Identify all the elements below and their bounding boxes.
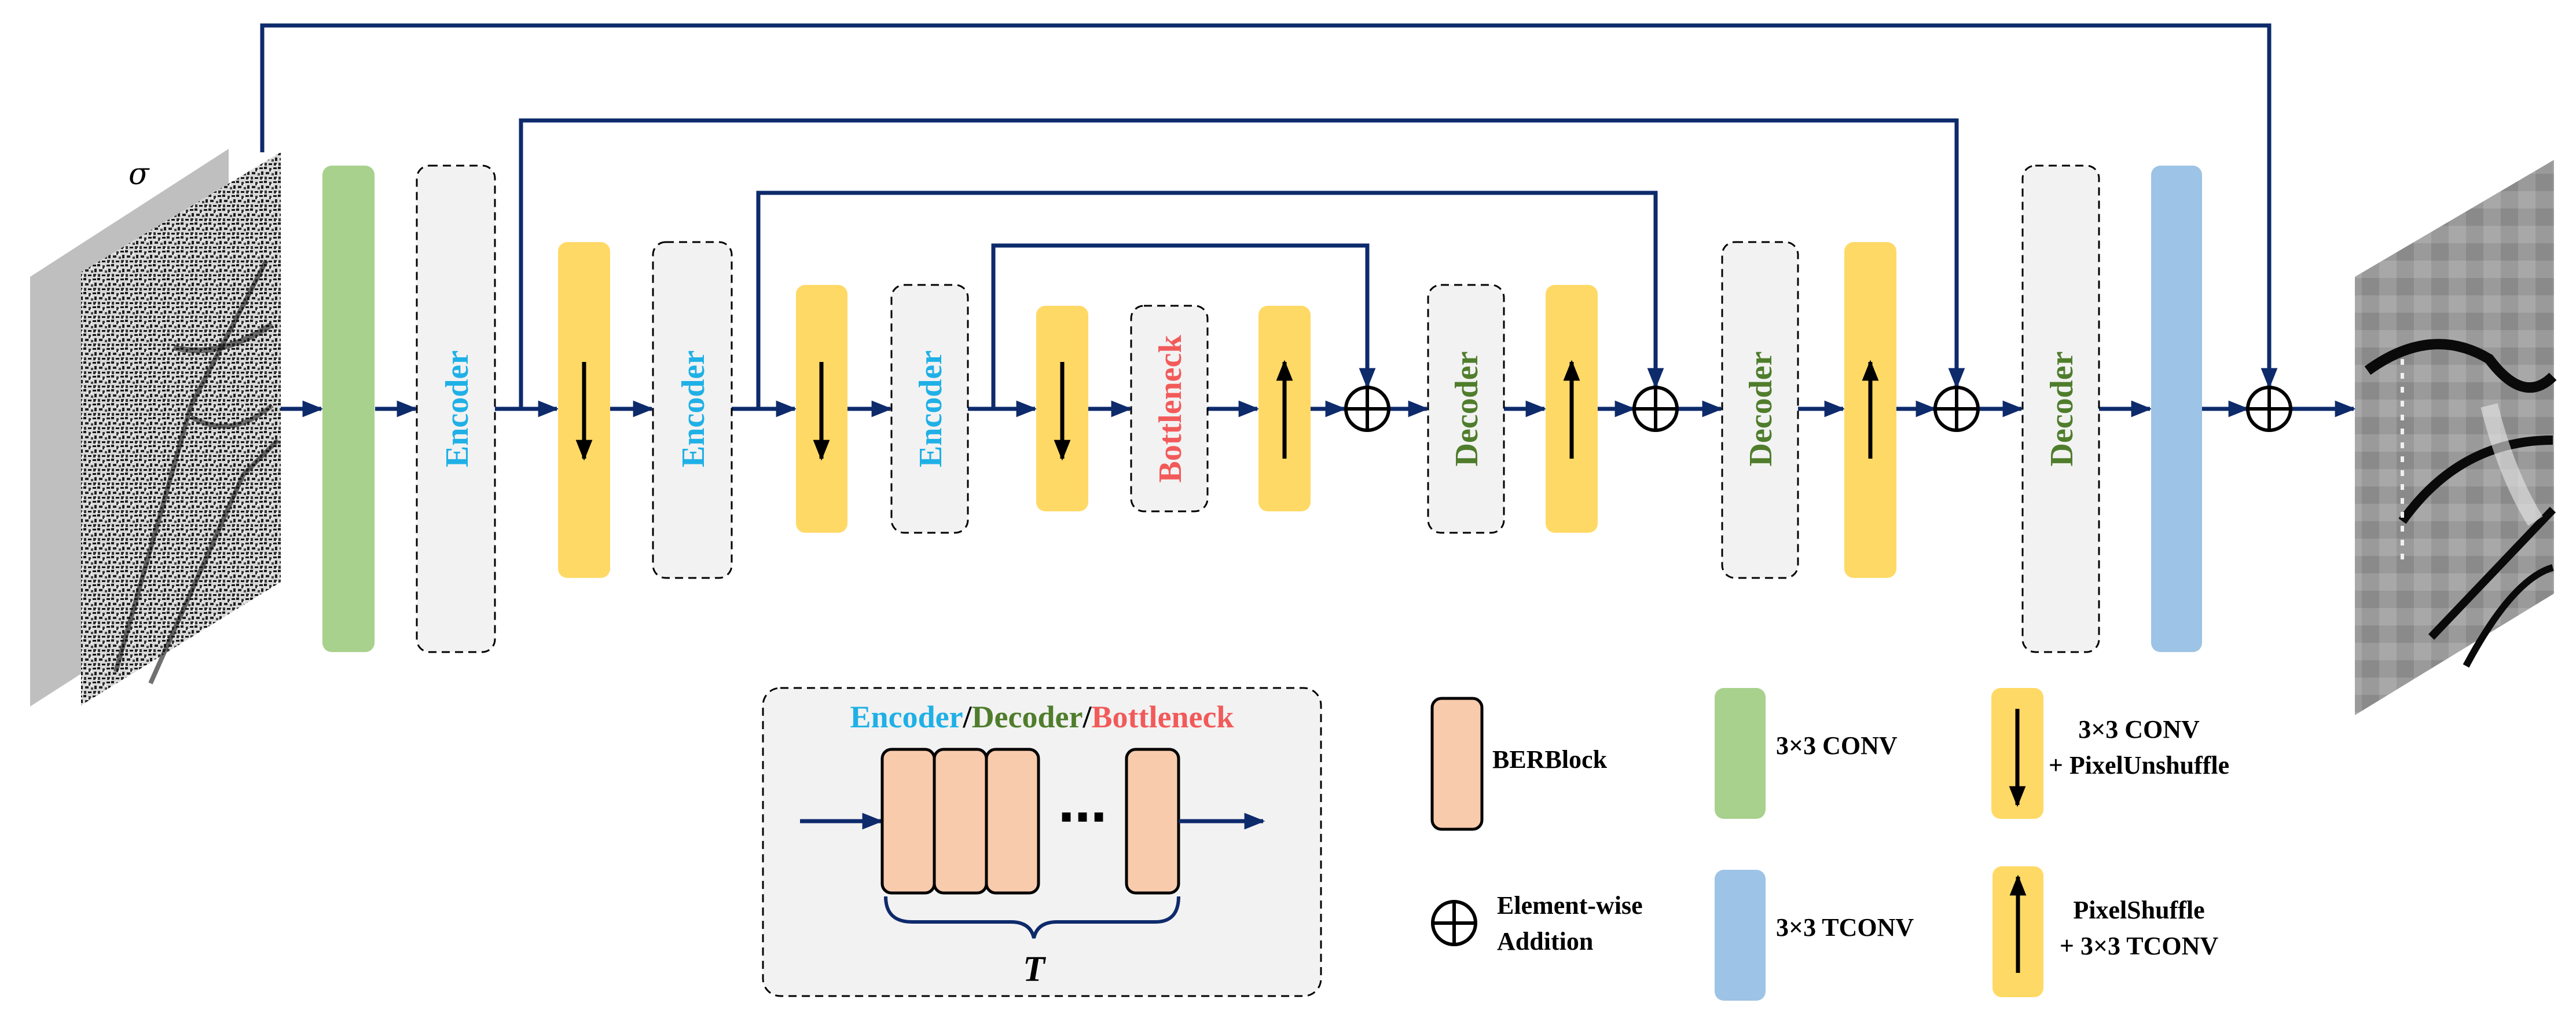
decoder-block-1-label: Decoder [1449,351,1485,466]
legend-conv-label: 3×3 CONV [1776,731,1898,760]
decoder-block-3 [2021,164,2100,653]
conv-block-input [322,166,375,652]
legend-tconv-swatch [1715,870,1766,1001]
legend-add-label-2: Addition [1497,927,1593,956]
bottleneck-block-label: Bottleneck [1153,335,1188,483]
berblock [1125,748,1180,895]
sigma-label: σ [129,157,150,192]
ellipsis: ⋯ [1058,789,1107,845]
output-image [2355,160,2557,715]
legend-down-label-2: + PixelUnshuffle [2049,751,2229,779]
inset-title: Encoder/Decoder/Bottleneck [850,700,1234,734]
add-node-4 [2246,386,2292,432]
legend-tconv-label: 3×3 TCONV [1776,913,1914,942]
add-node-1 [1344,386,1390,432]
tconv-block-output [2151,166,2202,652]
berblock [985,748,1040,895]
decoder-block-2-label: Decoder [1743,351,1779,466]
inset-title-bottleneck: Bottleneck [1091,700,1234,734]
block-composition-inset: Encoder/Decoder/Bottleneck ⋯ T [762,687,1322,997]
inset-title-encoder: Encoder [850,700,963,734]
skip-level3 [991,243,1376,409]
berblock [880,748,936,895]
legend-add-icon [1431,900,1477,946]
skip-level2 [756,191,1664,409]
legend-up-label-1: PixelShuffle [2073,896,2204,924]
decoder-block-1 [1427,284,1505,534]
encoder-block-2-label: Encoder [676,350,711,467]
bottleneck-block [1130,305,1209,512]
skip-connections [260,23,2278,409]
decoder-block-2 [1721,241,1799,579]
legend-conv-swatch [1715,688,1766,819]
input-image [30,149,281,706]
encoder-block-1-label: Encoder [439,350,475,467]
inset-title-decoder: Decoder [972,700,1083,734]
skip-level1 [519,118,1965,409]
encoder-block-3 [890,284,969,534]
repeat-brace [884,896,1180,939]
legend: BERBlock 3×3 CONV 3×3 CONV + PixelUnshuf… [1430,688,2229,1001]
legend-down-label-1: 3×3 CONV [2078,715,2200,744]
inset-title-slash: / [963,700,973,734]
decoder-block-3-label: Decoder [2044,351,2080,466]
legend-up-label-2: + 3×3 TCONV [2060,932,2218,960]
add-node-3 [1933,386,1980,432]
legend-berblock-swatch [1430,697,1484,831]
berblock [933,748,988,895]
encoder-block-1 [416,164,496,653]
repeat-label: T [1023,950,1046,989]
add-node-2 [1632,386,1679,432]
encoder-block-3-label: Encoder [913,350,949,467]
legend-add-label-1: Element-wise [1497,891,1643,920]
legend-berblock-label: BERBlock [1492,745,1608,774]
skip-outer [260,23,2278,389]
encoder-block-2 [652,241,733,579]
inset-title-slash: / [1082,700,1092,734]
